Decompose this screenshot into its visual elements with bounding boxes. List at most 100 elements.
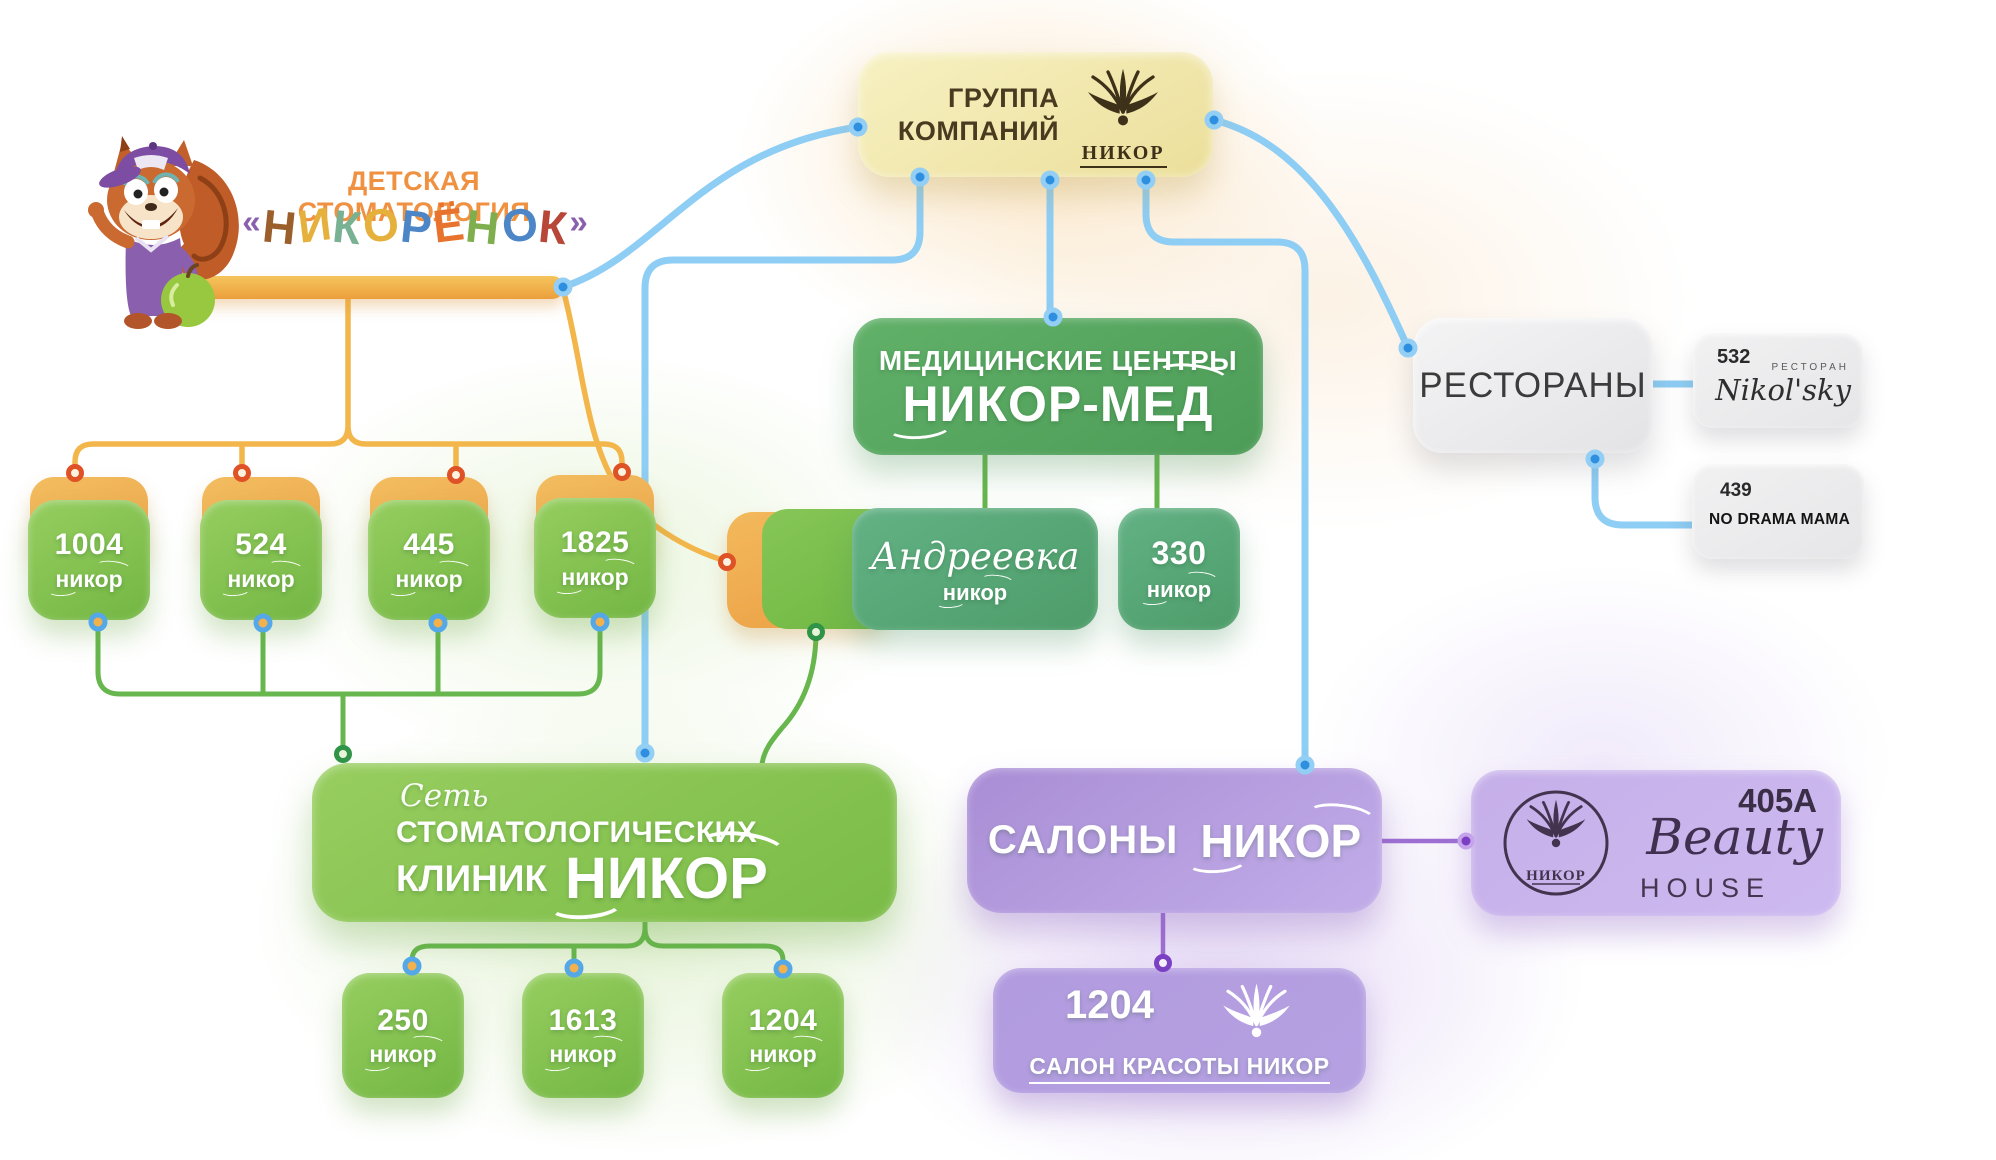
- beauty-salon-label: САЛОН КРАСОТЫ НИКОР: [1029, 1053, 1330, 1084]
- group-company-title: ГРУППА КОМПАНИЙ: [898, 82, 1059, 147]
- beauty-house-number: 405A: [1738, 782, 1817, 819]
- connector-dot: [773, 959, 793, 979]
- brand-name: «НИКОРЁНОК»: [242, 197, 588, 255]
- beauty-house-caps: HOUSE: [1639, 873, 1771, 903]
- connector-dot: [553, 277, 573, 297]
- clinic-nikor-wordmark: никор: [395, 565, 463, 592]
- clinic-number: 445: [403, 528, 455, 562]
- andreevka-name: Андреевка: [870, 534, 1080, 578]
- wire-bar-to-group: [559, 123, 862, 291]
- clinic-nikor-wordmark: никор: [55, 565, 123, 592]
- nikolsky-category: РЕСТОРАН: [1771, 362, 1849, 373]
- node-clinic-445: 445 никор: [368, 500, 490, 620]
- node-salons-nikor: САЛОНЫ НИКОР: [967, 768, 1382, 913]
- connector-dot: [564, 958, 584, 978]
- clinic-nikor-wordmark: никор: [549, 1041, 617, 1068]
- group-title-line1: ГРУППА: [948, 83, 1060, 114]
- connector-dot: [1154, 954, 1172, 972]
- connector-dot: [233, 464, 251, 482]
- group-title-line2: КОМПАНИЙ: [897, 115, 1060, 146]
- clinic-nikor-wordmark: никор: [227, 565, 295, 592]
- wire-network-to-bottom-clinics: [409, 918, 786, 971]
- brand-tagline: ДЕТСКАЯ СТОМАТОЛОГИЯ: [297, 166, 531, 227]
- beauty-salon-number: 1204: [1065, 983, 1154, 1027]
- clinic-number: 1004: [54, 528, 124, 562]
- clinic-number: 250: [377, 1003, 429, 1037]
- connector-dot: [402, 956, 422, 976]
- connector-dot: [66, 464, 84, 482]
- network-nikor-wordmark: НИКОР: [565, 845, 768, 911]
- connector-dot: [590, 612, 610, 632]
- nikor-circle-logo: НИКОР: [1503, 790, 1609, 896]
- node-clinic-1204: 1204 никор: [722, 973, 844, 1098]
- connector-dot: [613, 463, 631, 481]
- node-medical-centers: МЕДИЦИНСКИЕ ЦЕНТРЫ НИКОР-МЕД: [853, 318, 1263, 455]
- wire-group-to-restaurants: [1210, 116, 1412, 352]
- connector-dot: [88, 612, 108, 632]
- node-clinic-250: 250 никор: [342, 973, 464, 1098]
- node-andreevka: Андреевка никор: [852, 508, 1098, 630]
- connector-dot: [428, 613, 448, 633]
- unit-330-nikor-wordmark: никор: [1146, 576, 1212, 602]
- beauty-salon-label-wrap: САЛОН КРАСОТЫ НИКОР: [993, 1053, 1366, 1084]
- squirrel-icon: [88, 136, 239, 329]
- restaurants-title: РЕСТОРАНЫ: [1419, 365, 1647, 405]
- node-group-of-companies: ГРУППА КОМПАНИЙ НИКОР: [858, 52, 1213, 177]
- ndm-name: NO DRAMA MAMA: [1709, 511, 1851, 528]
- clinic-number: 1613: [548, 1003, 618, 1037]
- connector-dot: [1136, 170, 1156, 190]
- mascot-squirrel: [76, 130, 246, 340]
- unit-330-number: 330: [1151, 535, 1207, 572]
- nikor-palm-icon: [1221, 981, 1292, 1039]
- circle-logo-wordmark: НИКОР: [1526, 868, 1586, 884]
- connector-dot: [334, 745, 352, 763]
- network-line1: Сеть: [400, 777, 489, 814]
- network-line2: СТОМАТОЛОГИЧЕСКИХ: [396, 815, 758, 849]
- clinic-nikor-wordmark: никор: [561, 563, 629, 590]
- salons-word: САЛОНЫ: [987, 818, 1179, 862]
- medical-centers-line2: НИКОР-МЕД: [902, 375, 1214, 432]
- salons-nikor-wordmark: НИКОР: [1200, 814, 1362, 867]
- connector-dot: [1295, 755, 1315, 775]
- connector-dot: [807, 623, 825, 641]
- nikor-palm-icon: [1086, 66, 1160, 127]
- node-beauty-house: НИКОР 405A Beauty HOUSE: [1471, 770, 1841, 916]
- wire-andreevka-to-network: [759, 629, 819, 767]
- connector-dot: [718, 553, 736, 571]
- connector-dot: [910, 167, 930, 187]
- wire-clinics-to-network: [95, 619, 603, 756]
- clinic-nikor-wordmark: никор: [749, 1041, 817, 1068]
- connector-dot: [635, 743, 655, 763]
- clinic-nikor-wordmark: никор: [369, 1041, 437, 1068]
- connector-dot: [1585, 449, 1605, 469]
- andreevka-nikor-wordmark: никор: [942, 579, 1008, 605]
- nikolsky-number: 532: [1717, 346, 1751, 368]
- node-clinic-1004: 1004 никор: [28, 500, 150, 620]
- node-clinic-524: 524 никор: [200, 500, 322, 620]
- wire-medical-to-children: [982, 452, 1160, 512]
- clinic-number: 1204: [748, 1003, 818, 1037]
- connector-dot: [1043, 307, 1063, 327]
- node-unit-330: 330 никор: [1118, 508, 1240, 630]
- clinic-number: 1825: [560, 526, 630, 560]
- clinic-number: 524: [235, 528, 287, 562]
- ndm-number: 439: [1720, 480, 1752, 501]
- node-restaurant-no-drama-mama: 439 NO DRAMA MAMA: [1692, 464, 1864, 559]
- node-clinic-1825: 1825 никор: [534, 498, 656, 618]
- node-dental-clinic-network: Сеть СТОМАТОЛОГИЧЕСКИХ КЛИНИК НИКОР: [312, 763, 897, 922]
- wire-group-to-dental-network: [641, 173, 924, 756]
- wire-restaurants-to-ndm: [1591, 455, 1698, 529]
- beauty-house-script: Beauty: [1646, 808, 1823, 866]
- network-line3: КЛИНИК: [396, 857, 548, 899]
- nikolsky-name: Nikol'sky: [1715, 373, 1851, 407]
- nikor-corporate-logo: НИКОР: [1073, 62, 1173, 168]
- node-clinic-1613: 1613 никор: [522, 973, 644, 1098]
- connector-dot: [447, 466, 465, 484]
- wire-group-to-salons: [1142, 176, 1309, 768]
- nikor-logo-wordmark: НИКОР: [1079, 142, 1167, 168]
- connector-dot: [253, 613, 273, 633]
- connector-dot: [1040, 170, 1060, 190]
- connector-dot: [848, 117, 868, 137]
